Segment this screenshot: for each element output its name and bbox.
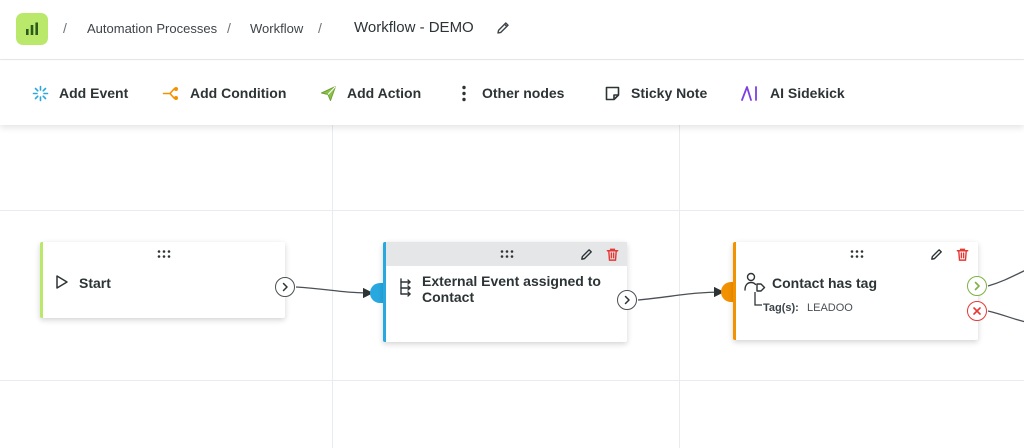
ai-sidekick-label: AI Sidekick	[770, 85, 845, 101]
grip-dots-icon	[157, 250, 171, 258]
grid-line	[0, 380, 1024, 381]
drag-handle[interactable]	[386, 242, 627, 266]
bar-chart-icon	[26, 22, 38, 35]
drag-handle[interactable]	[736, 242, 978, 266]
chevron-right-icon	[624, 295, 630, 305]
sticky-note-button[interactable]: Sticky Note	[604, 61, 707, 125]
event-node-title-line2: Contact	[422, 289, 475, 305]
breadcrumb-separator: /	[318, 20, 322, 36]
connection-edges	[295, 270, 1024, 323]
add-condition-button[interactable]: Add Condition	[162, 61, 286, 125]
chevron-right-icon	[974, 281, 980, 291]
grid-line	[332, 125, 333, 448]
contact-tag-icon	[744, 272, 766, 292]
delete-node-button[interactable]	[955, 247, 970, 262]
delete-node-button[interactable]	[605, 247, 620, 262]
pencil-icon	[497, 22, 509, 34]
start-node[interactable]: Start	[40, 242, 285, 318]
breadcrumb-separator: /	[63, 20, 67, 36]
sticky-note-label: Sticky Note	[631, 85, 708, 101]
grip-dots-icon	[500, 250, 513, 258]
ai-sidekick-button[interactable]: AI Sidekick	[740, 61, 845, 125]
edge-false-out	[987, 310, 1024, 323]
edit-node-button[interactable]	[929, 247, 944, 262]
sparkle-icon	[32, 85, 49, 101]
breadcrumb-separator: /	[227, 20, 231, 36]
event-input-port[interactable]	[370, 283, 386, 303]
start-node-title: Start	[79, 275, 111, 291]
condition-detail-value: LEADOO	[807, 302, 853, 314]
node-toolbar: Add Event Add Condition Add Action Other…	[0, 61, 1024, 125]
ai-icon	[741, 85, 757, 101]
drag-handle[interactable]	[43, 242, 285, 266]
vertical-dots-icon	[462, 85, 466, 101]
paper-plane-icon	[321, 85, 336, 101]
add-action-button[interactable]: Add Action	[320, 61, 421, 125]
grid-line	[679, 125, 680, 448]
condition-node[interactable]: Contact has tag Tag(s): LEADOO	[733, 242, 978, 340]
add-event-button[interactable]: Add Event	[32, 61, 128, 125]
edge-event-to-condition	[637, 286, 725, 301]
event-node-title-line1: External Event assigned to	[422, 273, 601, 289]
condition-detail-label: Tag(s):	[763, 302, 799, 314]
app-header: / Automation Processes / Workflow / Work…	[0, 0, 1024, 60]
workflow-canvas[interactable]: Start External Eve	[0, 125, 1024, 448]
event-trigger-icon	[400, 278, 411, 297]
trash-icon	[956, 248, 969, 261]
edit-title-button[interactable]	[495, 20, 513, 38]
play-icon	[56, 275, 68, 289]
event-output-port[interactable]	[617, 290, 637, 310]
note-icon	[605, 86, 620, 100]
condition-false-port[interactable]	[967, 301, 987, 321]
close-icon	[973, 307, 981, 315]
other-nodes-label: Other nodes	[482, 85, 565, 101]
condition-true-port[interactable]	[967, 276, 987, 296]
edit-node-button[interactable]	[579, 247, 594, 262]
page-title: Workflow - DEMO	[354, 19, 474, 36]
edge-true-out	[987, 270, 1024, 287]
add-condition-label: Add Condition	[190, 85, 287, 101]
app-logo[interactable]	[16, 13, 48, 45]
tree-connector-icon	[754, 292, 762, 306]
branch-icon	[162, 86, 178, 100]
add-action-label: Add Action	[347, 85, 422, 101]
breadcrumb-automation-processes[interactable]: Automation Processes	[87, 21, 218, 36]
condition-node-title: Contact has tag	[772, 275, 878, 291]
pencil-icon	[581, 249, 592, 260]
pencil-icon	[931, 249, 942, 260]
grip-dots-icon	[850, 250, 864, 258]
add-event-label: Add Event	[59, 85, 129, 101]
event-node[interactable]: External Event assigned to Contact	[383, 242, 627, 342]
breadcrumb-workflow[interactable]: Workflow	[250, 21, 304, 36]
start-output-port[interactable]	[275, 277, 295, 297]
grid-line	[0, 210, 1024, 211]
edge-start-to-event	[295, 286, 374, 299]
other-nodes-button[interactable]: Other nodes	[456, 61, 564, 125]
chevron-right-icon	[282, 282, 288, 292]
trash-icon	[606, 248, 619, 261]
